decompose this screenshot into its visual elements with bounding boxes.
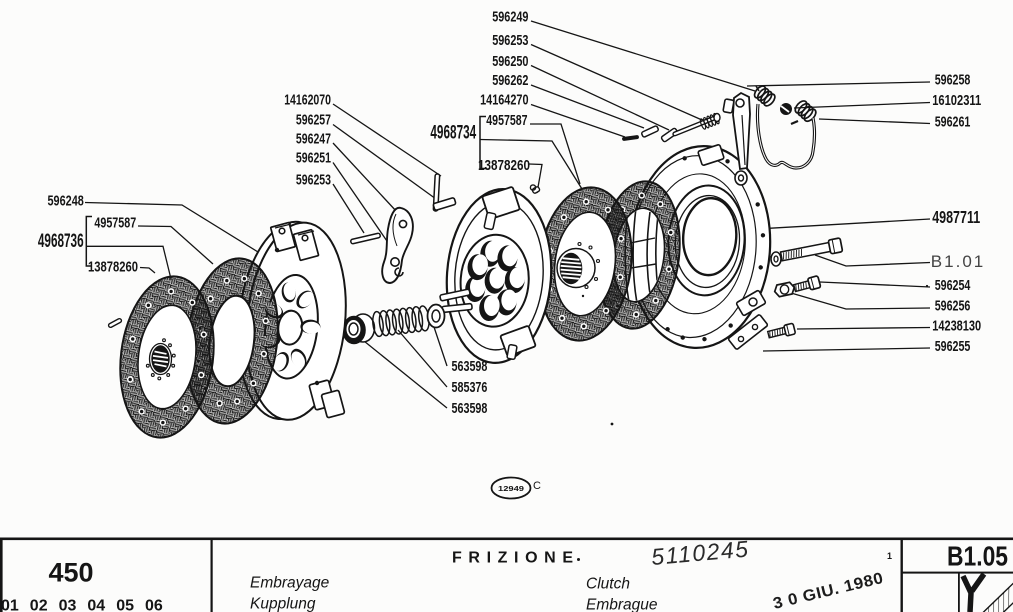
svg-text:596257: 596257 [296,113,331,129]
svg-text:Clutch: Clutch [586,576,630,593]
svg-text:4968736: 4968736 [38,231,84,252]
svg-text:596249: 596249 [492,10,528,26]
svg-text:14164270: 14164270 [480,93,528,109]
svg-text:B1.05: B1.05 [947,541,1008,572]
svg-text:596256: 596256 [935,299,971,315]
svg-text:596261: 596261 [935,115,971,131]
svg-text:585376: 585376 [452,380,488,396]
svg-text:596247: 596247 [296,131,331,147]
svg-text:12949: 12949 [498,486,524,493]
svg-text:4957587: 4957587 [486,113,527,129]
svg-text:13878260: 13878260 [478,158,530,174]
svg-text:596253: 596253 [296,172,331,188]
svg-text:B1.01: B1.01 [931,252,985,271]
svg-text:596251: 596251 [296,151,331,167]
svg-text:14238130: 14238130 [932,319,981,335]
svg-text:596250: 596250 [492,54,528,70]
svg-text:03: 03 [59,598,77,612]
svg-text:14162070: 14162070 [284,93,331,109]
svg-text:Embrayage: Embrayage [250,575,330,592]
svg-text:02: 02 [30,598,48,612]
svg-text:06: 06 [145,598,163,612]
svg-text:596258: 596258 [935,73,971,89]
svg-text:4968734: 4968734 [430,122,476,143]
svg-text:450: 450 [48,558,93,588]
svg-text:596253: 596253 [492,33,528,49]
svg-text:04: 04 [87,598,105,612]
svg-text:4987711: 4987711 [932,207,980,227]
svg-text:596262: 596262 [492,73,528,89]
svg-text:01: 01 [1,598,19,612]
svg-text:563598: 563598 [452,359,488,375]
svg-text:596254: 596254 [935,278,971,294]
svg-text:563598: 563598 [452,401,488,417]
svg-text:C: C [533,480,541,492]
svg-text:Embrague: Embrague [586,597,658,612]
svg-text:1: 1 [887,551,892,561]
svg-text:16102311: 16102311 [932,93,981,109]
svg-text:05: 05 [116,598,134,612]
svg-text:Kupplung: Kupplung [250,596,316,612]
svg-text:596255: 596255 [935,339,971,355]
svg-text:4957587: 4957587 [94,216,136,232]
svg-text:13878260: 13878260 [88,260,138,276]
svg-text:596248: 596248 [48,193,84,209]
